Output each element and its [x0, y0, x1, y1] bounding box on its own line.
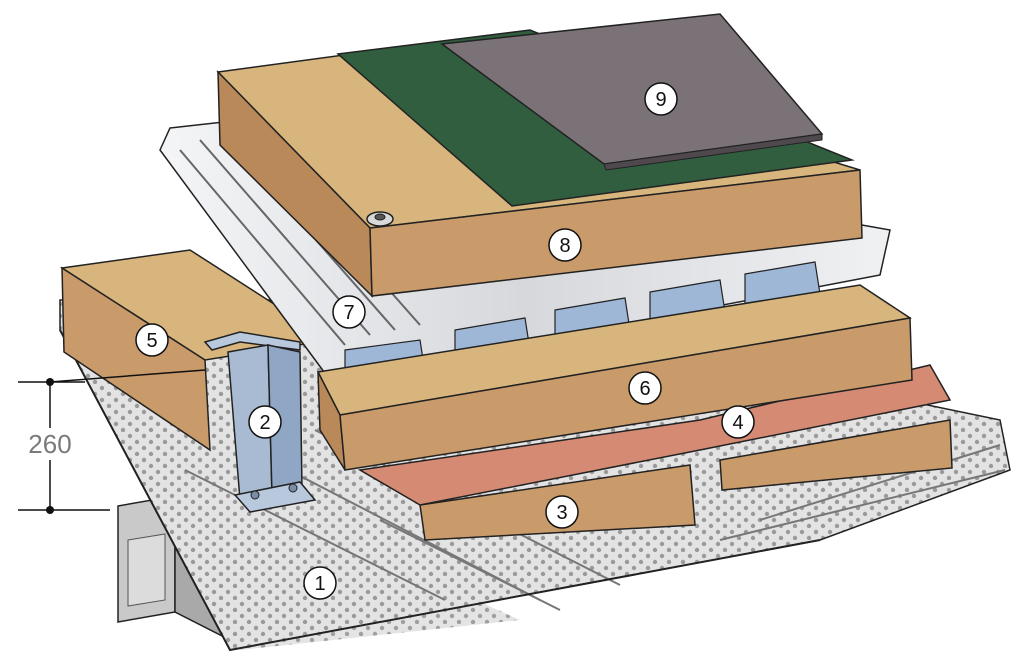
lower-insulation-left [59, 249, 333, 452]
callout-8: 8 [548, 228, 582, 262]
callout-1-label: 1 [314, 573, 325, 595]
callout-7: 7 [332, 295, 366, 329]
fastener-washer [366, 211, 394, 227]
callout-2: 2 [248, 405, 282, 439]
vapour-membrane [357, 364, 952, 506]
callout-3-label: 3 [556, 502, 567, 524]
dimension-label: 260 [28, 429, 71, 459]
callout-9: 9 [644, 82, 678, 116]
callout-3: 3 [545, 495, 579, 529]
callout-5: 5 [135, 323, 169, 357]
callout-2-label: 2 [259, 412, 270, 434]
callout-9-label: 9 [655, 89, 666, 111]
callout-4-label: 4 [732, 412, 743, 434]
callout-1: 1 [303, 566, 337, 600]
callout-5-label: 5 [146, 330, 157, 352]
middle-insulation [316, 284, 913, 471]
callout-7-label: 7 [343, 302, 354, 324]
callout-8-label: 8 [559, 235, 570, 257]
top-membranes [336, 13, 855, 207]
leader-line-5 [49, 369, 206, 383]
callout-4: 4 [721, 405, 755, 439]
callout-6-label: 6 [639, 378, 650, 400]
callout-6: 6 [628, 371, 662, 405]
height-dimension: 260 [18, 378, 110, 514]
